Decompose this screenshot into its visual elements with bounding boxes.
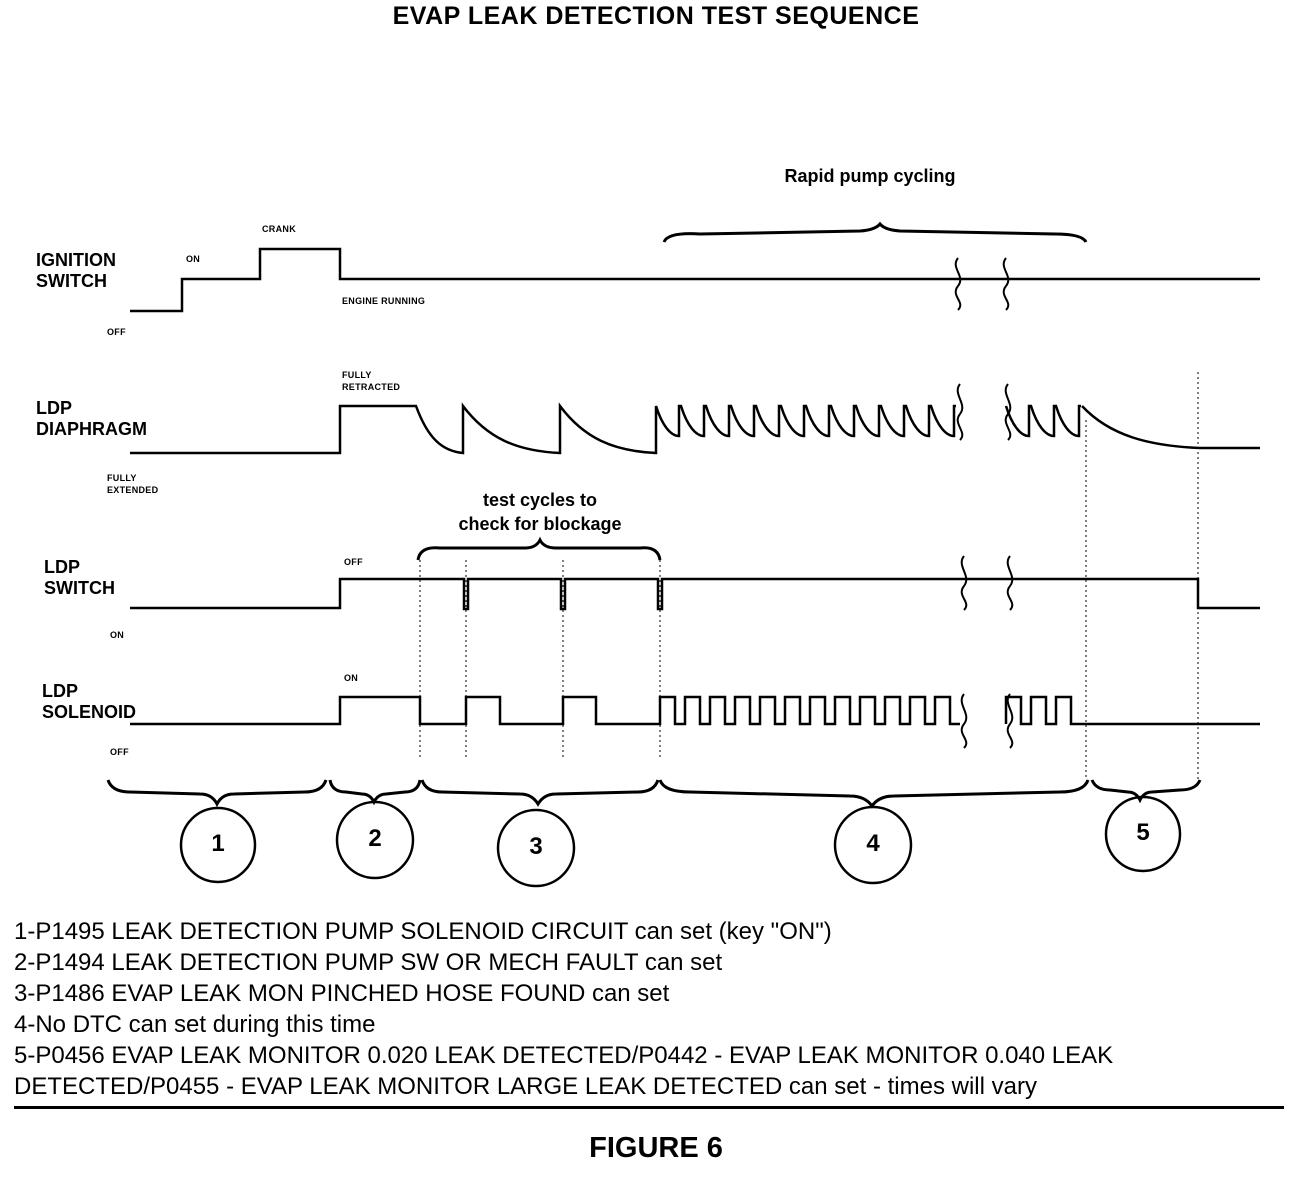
brace-phase-1 — [106, 779, 328, 808]
test-cycles-label: test cycles to check for blockage — [458, 490, 622, 534]
ignition-switch-trace — [130, 247, 1260, 313]
note-3: 3-P1486 EVAP LEAK MON PINCHED HOSE FOUND… — [14, 980, 670, 1007]
note-4: 4-No DTC can set during this time — [14, 1011, 376, 1038]
fully-extended-label: FULLY EXTENDED — [107, 473, 159, 495]
note-5: 5-P0456 EVAP LEAK MONITOR 0.020 LEAK DET… — [14, 1042, 1114, 1100]
phase-circle-4 — [833, 805, 913, 885]
ignition-off-label: OFF — [107, 327, 126, 337]
phase-number-1: 1 — [211, 830, 225, 857]
ldp-diaphragm-trace — [130, 402, 1260, 455]
phase-circles — [179, 795, 1182, 888]
phase-number-2: 2 — [368, 825, 382, 852]
brace-phase-2 — [328, 779, 422, 806]
phase-circle-2 — [335, 800, 415, 880]
brace-test-cycles — [416, 536, 662, 561]
fully-retracted-label: FULLY RETRACTED — [342, 370, 401, 392]
brace-phase-5 — [1090, 779, 1202, 804]
brace-phase-4 — [658, 779, 1090, 809]
note-2: 2-P1494 LEAK DETECTION PUMP SW OR MECH F… — [14, 949, 723, 976]
break-marks — [954, 257, 1014, 749]
phase-circle-1 — [179, 806, 257, 884]
ldp-switch-label: LDP SWITCH — [44, 557, 115, 598]
ldp-switch-trace — [130, 577, 1260, 611]
ldp-solenoid-on-label: ON — [344, 673, 359, 683]
ldp-switch-off-label: OFF — [344, 557, 363, 567]
ignition-switch-label: IGNITION SWITCH — [36, 250, 116, 291]
phase-number-5: 5 — [1136, 819, 1150, 846]
ldp-switch-on-label: ON — [110, 630, 125, 640]
phase-number-4: 4 — [866, 830, 880, 857]
horizontal-rule — [14, 1106, 1284, 1109]
rapid-pump-cycling-label: Rapid pump cycling — [784, 166, 956, 186]
dtc-notes-list: 1-P1495 LEAK DETECTION PUMP SOLENOID CIR… — [14, 916, 1304, 1102]
ldp-solenoid-label: LDP SOLENOID — [42, 681, 137, 722]
ldp-solenoid-trace — [130, 695, 1260, 726]
ignition-on-label: ON — [186, 254, 201, 264]
engine-running-label: ENGINE RUNNING — [342, 296, 426, 306]
ldp-solenoid-off-label: OFF — [110, 747, 129, 757]
diagram-title: EVAP LEAK DETECTION TEST SEQUENCE — [392, 2, 920, 30]
figure-label: FIGURE 6 — [589, 1132, 723, 1164]
ignition-crank-label: CRANK — [262, 224, 296, 234]
brace-rapid-pump-cycling — [662, 221, 1088, 243]
phase-circle-5 — [1104, 795, 1182, 873]
ldp-diaphragm-label: LDP DIAPHRAGM — [36, 398, 147, 439]
phase-circle-3 — [496, 808, 576, 888]
brace-phase-3 — [420, 779, 660, 807]
note-1: 1-P1495 LEAK DETECTION PUMP SOLENOID CIR… — [14, 918, 832, 945]
dotted-guide-lines — [419, 372, 1199, 780]
phase-number-3: 3 — [529, 833, 543, 860]
